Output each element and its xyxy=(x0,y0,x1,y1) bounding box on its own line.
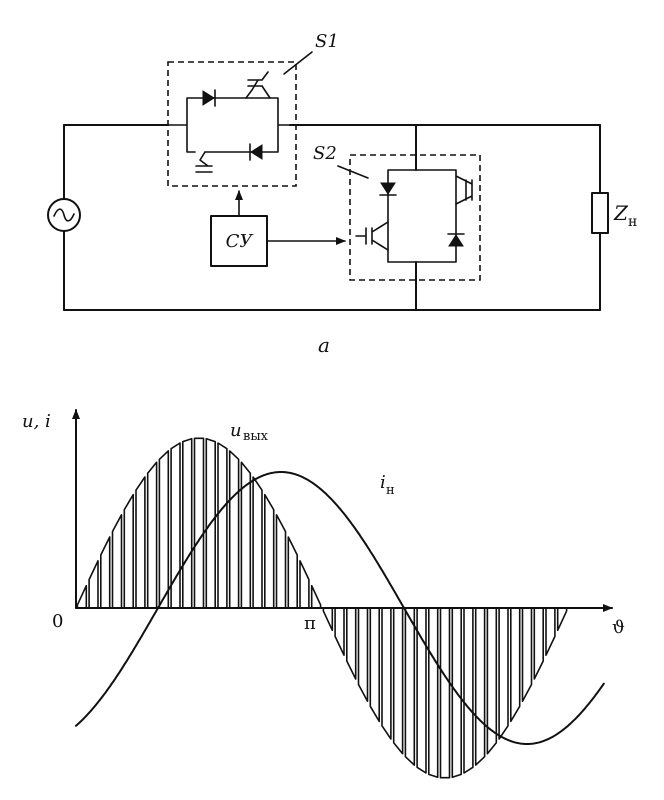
u-out-segment xyxy=(182,437,193,609)
x-axis-label: ϑ xyxy=(612,617,625,638)
u-out-segment xyxy=(357,607,369,702)
load-label: Z xyxy=(613,201,629,225)
circuit-diagram: Z н S1 СУ xyxy=(47,31,637,357)
u-out-segment xyxy=(310,584,322,609)
y-axis-label: u, i xyxy=(22,411,51,432)
control-unit-label: СУ xyxy=(226,231,255,252)
load-current-curve xyxy=(75,471,605,745)
u-out-segment xyxy=(322,607,334,632)
u-out-label: u xyxy=(230,420,242,441)
ac-source-icon xyxy=(47,198,81,232)
u-out-segment xyxy=(264,493,275,609)
i-load-label: i xyxy=(380,472,386,493)
output-voltage-waveform xyxy=(76,437,568,779)
u-out-segment xyxy=(533,607,544,680)
u-out-segment xyxy=(439,607,451,779)
u-out-segment xyxy=(135,476,146,609)
load-impedance-icon xyxy=(591,192,609,234)
u-out-segment xyxy=(123,493,134,609)
u-out-segment xyxy=(428,607,439,779)
u-out-segment xyxy=(521,607,533,702)
u-out-segment xyxy=(474,607,486,766)
u-out-segment xyxy=(146,461,158,609)
u-out-segment xyxy=(381,607,392,740)
u-out-segment xyxy=(486,607,498,755)
switch2-label: S2 xyxy=(313,143,337,164)
u-out-segment xyxy=(334,607,345,656)
u-out-segment xyxy=(287,536,298,609)
u-out-segment xyxy=(416,607,427,774)
u-out-subscript: вых xyxy=(243,429,269,444)
i-load-subscript: н xyxy=(386,483,395,498)
u-out-segment xyxy=(240,461,252,609)
u-out-segment xyxy=(100,536,111,609)
u-out-segment xyxy=(252,476,263,609)
u-out-segment xyxy=(158,450,170,609)
u-out-segment xyxy=(510,607,521,723)
u-out-segment xyxy=(404,607,416,766)
u-out-segment xyxy=(76,584,88,609)
u-out-segment xyxy=(275,514,287,609)
u-out-segment xyxy=(545,607,556,656)
u-out-segment xyxy=(498,607,509,740)
u-out-segment xyxy=(228,450,240,609)
u-out-segment xyxy=(556,607,568,632)
u-out-segment xyxy=(299,560,310,609)
switch1-label: S1 xyxy=(315,31,339,52)
origin-label: 0 xyxy=(52,611,63,632)
u-out-segment xyxy=(463,607,474,774)
waveform-chart: u, i ϑ 0 π u вых i н xyxy=(22,409,625,779)
u-out-segment xyxy=(346,607,357,680)
u-out-segment xyxy=(451,607,462,779)
u-out-segment xyxy=(392,607,404,755)
u-out-segment xyxy=(170,442,181,609)
u-out-segment xyxy=(111,514,123,609)
u-out-segment xyxy=(205,437,216,609)
figure-caption: a xyxy=(318,333,330,357)
switch-s2: S2 xyxy=(313,124,481,311)
pi-tick-label: π xyxy=(304,613,316,634)
switch-s1: S1 xyxy=(167,31,339,187)
u-out-segment xyxy=(369,607,380,723)
load-subscript: н xyxy=(628,214,637,230)
u-out-segment xyxy=(217,442,228,609)
u-out-segment xyxy=(88,560,99,609)
u-out-segment xyxy=(193,437,205,609)
